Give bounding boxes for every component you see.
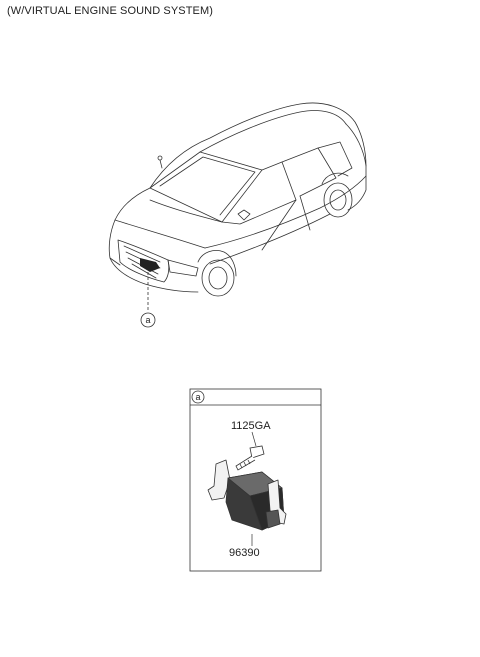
vess-location-mark (140, 258, 160, 272)
detail-callout-label: a (195, 392, 200, 402)
sound-module-illustration (207, 459, 287, 531)
callout-label: a (145, 315, 150, 325)
vehicle-illustration (108, 102, 367, 297)
part-number-1125GA: 1125GA (231, 420, 271, 432)
bolt-icon (235, 445, 265, 471)
callout-circle-a: a (140, 312, 156, 328)
part-number-96390: 96390 (229, 547, 260, 559)
diagram-title: (W/VIRTUAL ENGINE SOUND SYSTEM) (7, 5, 214, 17)
